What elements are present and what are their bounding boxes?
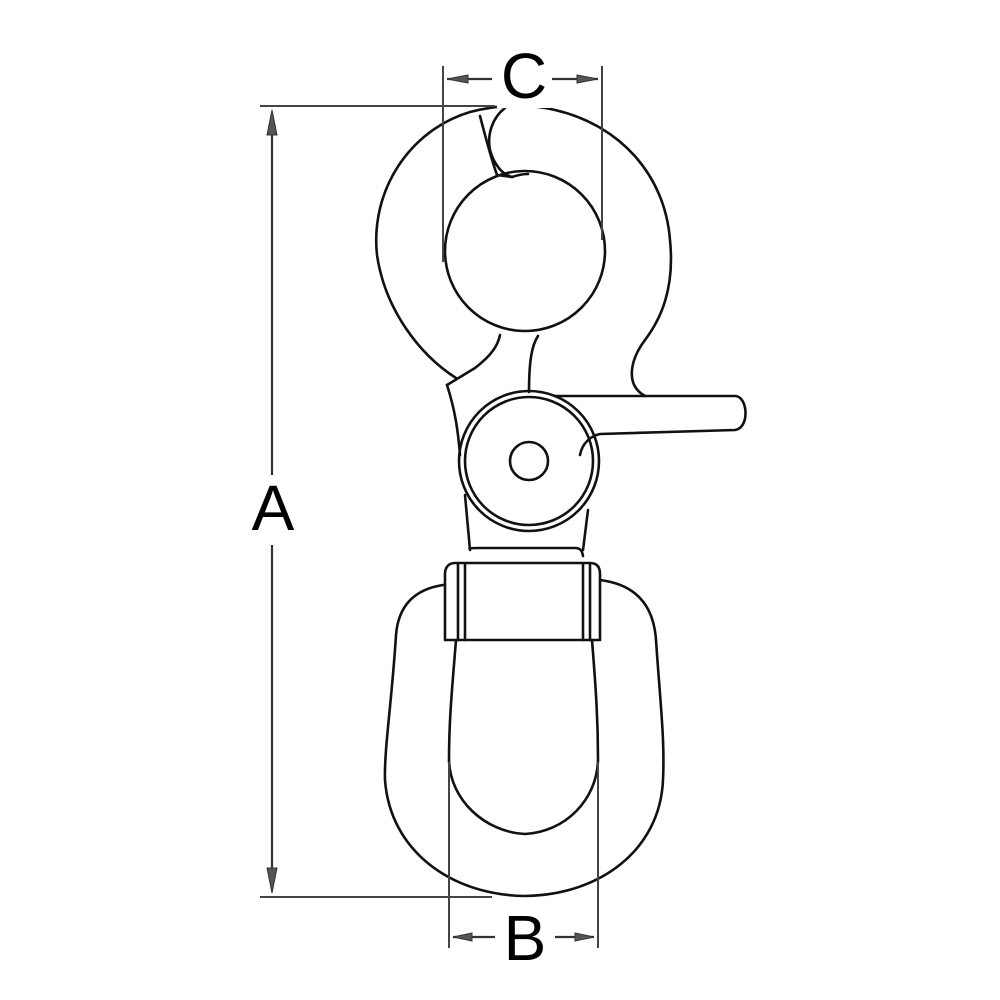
- swivel-collar: [443, 561, 602, 642]
- hook-body: [374, 104, 673, 457]
- dimension-label-a: A: [247, 476, 299, 540]
- arrow-right-icon: [574, 932, 595, 942]
- dimension-a: [260, 105, 495, 898]
- arrow-right-icon: [576, 74, 599, 84]
- swivel-hub: [457, 389, 601, 558]
- dimension-label-c: C: [496, 44, 552, 108]
- swivel-eye: [383, 578, 665, 898]
- pivot-pin: [508, 440, 550, 482]
- hook-gate: [478, 106, 530, 179]
- dimension-c: [442, 66, 603, 262]
- arrow-left-icon: [446, 74, 469, 84]
- dimension-label-b: B: [499, 906, 551, 970]
- arrow-up-icon: [266, 109, 278, 136]
- dimension-b: [448, 762, 599, 948]
- arrow-down-icon: [266, 867, 278, 894]
- trigger-lever: [553, 394, 747, 457]
- arrow-left-icon: [452, 932, 473, 942]
